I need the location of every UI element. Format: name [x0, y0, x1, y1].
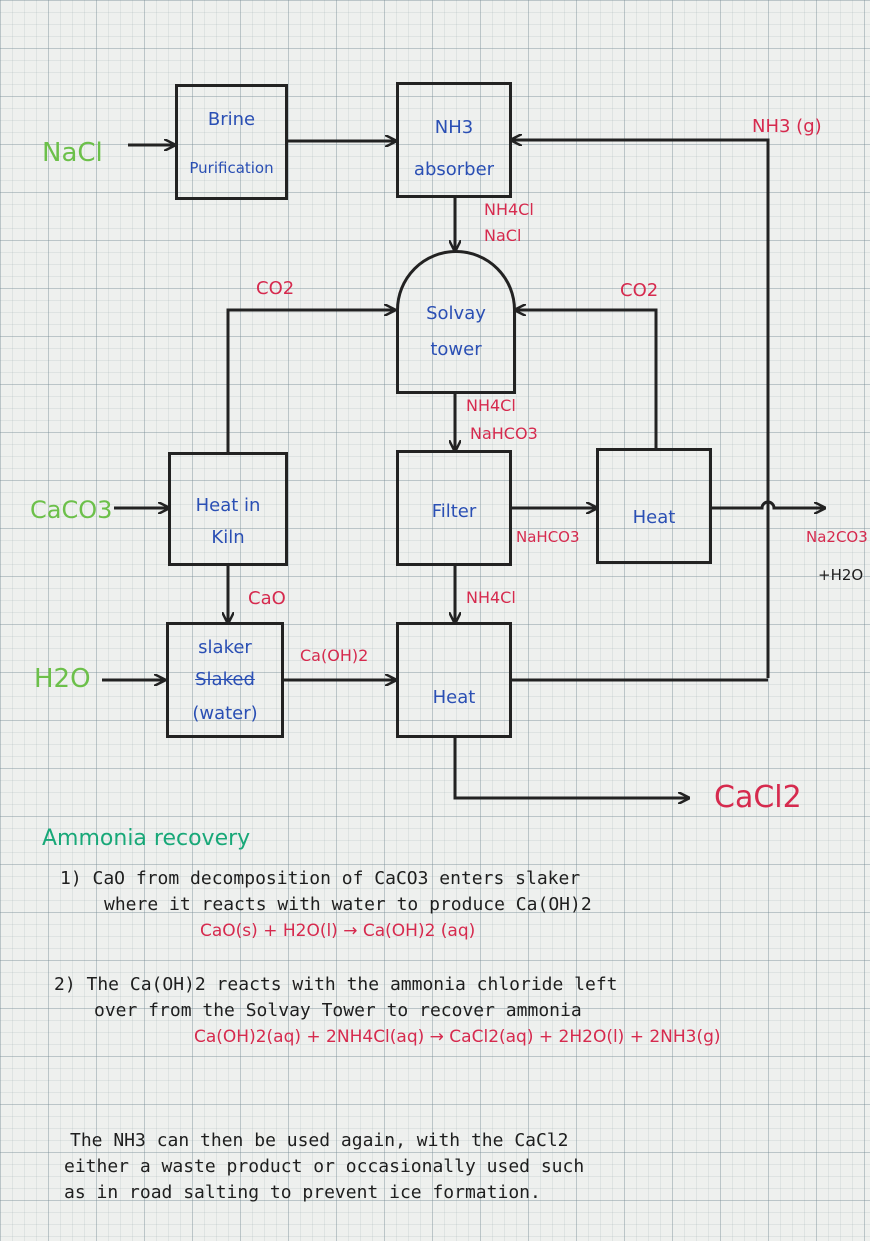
- notes-heading: Ammonia recovery: [42, 826, 251, 851]
- brine-purification-box: Brine Purification: [175, 84, 288, 200]
- co2-right-line: [516, 310, 658, 448]
- co2-left-line: [226, 310, 394, 452]
- slaked-crossed-label: Slaked: [195, 669, 255, 690]
- absorber-label: absorber: [413, 159, 495, 180]
- heat-right-label: Heat: [632, 507, 676, 528]
- absorber-out-nh4cl: NH4Cl: [484, 200, 534, 219]
- nh3-recycle-line: [512, 140, 770, 678]
- cao-label: CaO: [248, 588, 286, 609]
- conclusion-line-2: either a waste product or occasionally u…: [64, 1156, 585, 1177]
- note-1-line-1: 1) CaO from decomposition of CaCO3 enter…: [60, 868, 581, 889]
- na2co3-label: Na2CO3: [806, 528, 868, 546]
- filter-label: Filter: [431, 501, 477, 522]
- na2co3-water-label: +H2O: [818, 566, 864, 584]
- caoh2-label: Ca(OH)2: [300, 646, 369, 665]
- nh3-gas-label: NH3 (g): [752, 116, 822, 137]
- kiln-label: Kiln: [211, 527, 245, 548]
- nacl-input-label: NaCl: [42, 138, 103, 168]
- nh3-absorber-box: NH3 absorber: [396, 82, 512, 198]
- filter-out-nh4cl: NH4Cl: [466, 588, 516, 607]
- kiln-box: Heat in Kiln: [168, 452, 288, 566]
- note-item-1: 1) CaO from decomposition of CaCO3 enter…: [60, 866, 592, 944]
- equation-2: Ca(OH)2(aq) + 2NH4Cl(aq) → CaCl2(aq) + 2…: [194, 1027, 721, 1047]
- absorber-out-nacl: NaCl: [484, 226, 522, 245]
- co2-left-label: CO2: [256, 278, 295, 299]
- conclusion: The NH3 can then be used again, with the…: [64, 1128, 584, 1206]
- note-2-line-2: over from the Solvay Tower to recover am…: [94, 1000, 582, 1021]
- equation-1: CaO(s) + H2O(l) → Ca(OH)2 (aq): [200, 921, 476, 941]
- slaker-label: slaker: [198, 637, 252, 658]
- solvay-tower-box: Solvay tower: [396, 250, 516, 394]
- cacl2-label: CaCl2: [714, 780, 802, 815]
- tower-label: tower: [430, 339, 482, 360]
- na2co3-arrow: [712, 500, 824, 508]
- brine-label: Brine: [207, 109, 256, 130]
- note-item-2: 2) The Ca(OH)2 reacts with the ammonia c…: [54, 972, 721, 1050]
- heat-bottom-box: Heat: [396, 622, 512, 738]
- nh3-absorber-title: NH3: [434, 117, 474, 138]
- caco3-input-label: CaCO3: [30, 496, 113, 524]
- purification-label: Purification: [189, 159, 274, 177]
- tower-out-nahco3: NaHCO3: [470, 424, 538, 443]
- heat-right-box: Heat: [596, 448, 712, 564]
- tower-out-nh4cl: NH4Cl: [466, 396, 516, 415]
- conclusion-line-3: as in road salting to prevent ice format…: [64, 1182, 541, 1203]
- nahco3-label: NaHCO3: [516, 528, 580, 546]
- co2-right-label: CO2: [620, 280, 659, 301]
- filter-box: Filter: [396, 450, 512, 566]
- conclusion-line-1: The NH3 can then be used again, with the…: [70, 1130, 569, 1151]
- h2o-input-label: H2O: [34, 664, 91, 694]
- note-1-line-2: where it reacts with water to produce Ca…: [104, 894, 592, 915]
- slaker-box: slaker Slaked (water): [166, 622, 284, 738]
- water-label: (water): [192, 703, 258, 724]
- heat-in-label: Heat in: [195, 495, 261, 516]
- cacl2-arrow: [453, 738, 688, 798]
- heat-bottom-label: Heat: [432, 687, 476, 708]
- solvay-label: Solvay: [426, 303, 486, 324]
- note-2-line-1: 2) The Ca(OH)2 reacts with the ammonia c…: [54, 974, 618, 995]
